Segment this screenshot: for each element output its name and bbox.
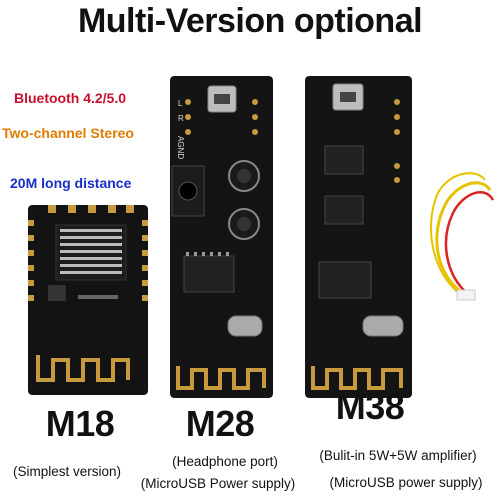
model-m38: M38 <box>335 386 405 427</box>
feature-stereo: Two-channel Stereo <box>2 125 134 141</box>
desc-m18-line1: (Simplest version) <box>12 464 122 479</box>
desc-m38-line1: (Bulit-in 5W+5W amplifier) <box>319 448 477 463</box>
feature-distance: 20M long distance <box>10 175 132 191</box>
speaker-wire-image <box>425 165 497 305</box>
m18-board-image <box>28 205 148 395</box>
m18-board-graphic <box>28 205 148 395</box>
m28-board-graphic: L R AGND <box>170 76 273 398</box>
desc-m28-line1: (Headphone port) <box>172 454 278 469</box>
m38-board-image <box>305 76 412 398</box>
model-m18: M18 <box>45 403 115 444</box>
m38-board-graphic <box>305 76 412 398</box>
m28-board-image: L R AGND <box>170 76 273 398</box>
desc-m28-line2: (MicroUSB Power supply) <box>140 476 296 491</box>
desc-m38-line2: (MicroUSB power supply) <box>329 475 483 490</box>
m28-pin-l: L <box>178 99 183 108</box>
m28-pin-agnd: AGND <box>176 136 185 159</box>
page-title: Multi-Version optional <box>77 2 423 40</box>
speaker-wire-graphic <box>430 172 495 301</box>
m28-pin-r: R <box>178 114 184 123</box>
model-m28: M28 <box>185 403 255 444</box>
feature-bluetooth: Bluetooth 4.2/5.0 <box>14 90 127 106</box>
